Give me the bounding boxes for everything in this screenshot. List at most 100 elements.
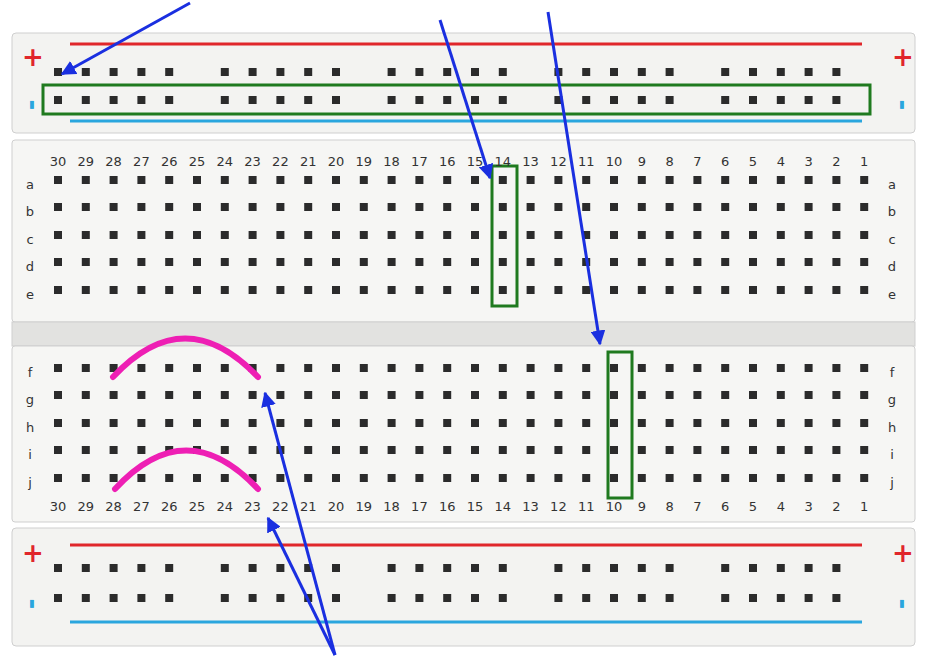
hole [110, 594, 118, 602]
row-letter: g [888, 393, 896, 406]
hole [332, 474, 340, 482]
rail-polarity: - [20, 100, 46, 111]
hole [832, 176, 840, 184]
pointer-arrow [268, 518, 335, 655]
hole [137, 446, 145, 454]
hole [165, 258, 173, 266]
hole [54, 68, 62, 76]
hole [249, 594, 257, 602]
hole [638, 594, 646, 602]
rail-polarity: + [892, 44, 914, 70]
hole [221, 231, 229, 239]
hole [304, 474, 312, 482]
hole [82, 594, 90, 602]
hole [527, 258, 535, 266]
hole [610, 446, 618, 454]
hole [610, 419, 618, 427]
column-number: 13 [522, 155, 539, 168]
column-number: 24 [217, 500, 234, 513]
hole [527, 176, 535, 184]
hole [415, 594, 423, 602]
hole [554, 258, 562, 266]
hole [860, 474, 868, 482]
column-number: 4 [777, 500, 785, 513]
hole [276, 203, 284, 211]
hole [582, 419, 590, 427]
hole [805, 203, 813, 211]
row-letter: c [888, 233, 895, 246]
hole [360, 258, 368, 266]
hole [749, 203, 757, 211]
hole [360, 364, 368, 372]
hole [249, 564, 257, 572]
hole [499, 474, 507, 482]
negative-rail-line [70, 120, 862, 123]
hole [137, 203, 145, 211]
hole [221, 446, 229, 454]
hole [805, 176, 813, 184]
hole [554, 564, 562, 572]
hole [221, 68, 229, 76]
column-number: 26 [161, 155, 178, 168]
hole [554, 474, 562, 482]
hole [805, 364, 813, 372]
hole [805, 474, 813, 482]
hole [721, 474, 729, 482]
rail-polarity: - [890, 100, 916, 111]
hole [360, 286, 368, 294]
hole [443, 258, 451, 266]
hole [193, 474, 201, 482]
hole [193, 419, 201, 427]
hole [165, 286, 173, 294]
row-letter: f [890, 366, 895, 379]
hole [693, 364, 701, 372]
row-letter: j [28, 476, 32, 489]
hole [610, 96, 618, 104]
column-number: 1 [860, 500, 868, 513]
hole [415, 68, 423, 76]
hole [860, 364, 868, 372]
hole [221, 419, 229, 427]
hole [527, 286, 535, 294]
hole [82, 258, 90, 266]
power-rail-strip [12, 33, 915, 133]
column-number: 18 [383, 500, 400, 513]
hole [860, 446, 868, 454]
hole [388, 96, 396, 104]
hole [249, 419, 257, 427]
hole [110, 286, 118, 294]
hole [638, 564, 646, 572]
row-letter: e [888, 288, 896, 301]
center-channel [12, 322, 915, 346]
hole [777, 96, 785, 104]
column-number: 21 [300, 155, 317, 168]
row-letter: h [888, 421, 896, 434]
hole [82, 176, 90, 184]
hole [415, 364, 423, 372]
hole [137, 364, 145, 372]
hole [415, 203, 423, 211]
hole [165, 231, 173, 239]
hole [388, 594, 396, 602]
hole [832, 364, 840, 372]
hole [443, 231, 451, 239]
hole [82, 68, 90, 76]
hole [304, 176, 312, 184]
hole [193, 176, 201, 184]
hole [221, 364, 229, 372]
hole [165, 68, 173, 76]
hole [443, 96, 451, 104]
hole [666, 474, 674, 482]
column-number: 8 [665, 500, 673, 513]
hole [832, 391, 840, 399]
hole [749, 258, 757, 266]
hole [860, 176, 868, 184]
column-number: 21 [300, 500, 317, 513]
hole [54, 96, 62, 104]
hole [860, 203, 868, 211]
jumper-wire [113, 339, 258, 378]
hole [721, 286, 729, 294]
hole [54, 594, 62, 602]
hole [554, 231, 562, 239]
pointer-arrow [265, 393, 335, 655]
